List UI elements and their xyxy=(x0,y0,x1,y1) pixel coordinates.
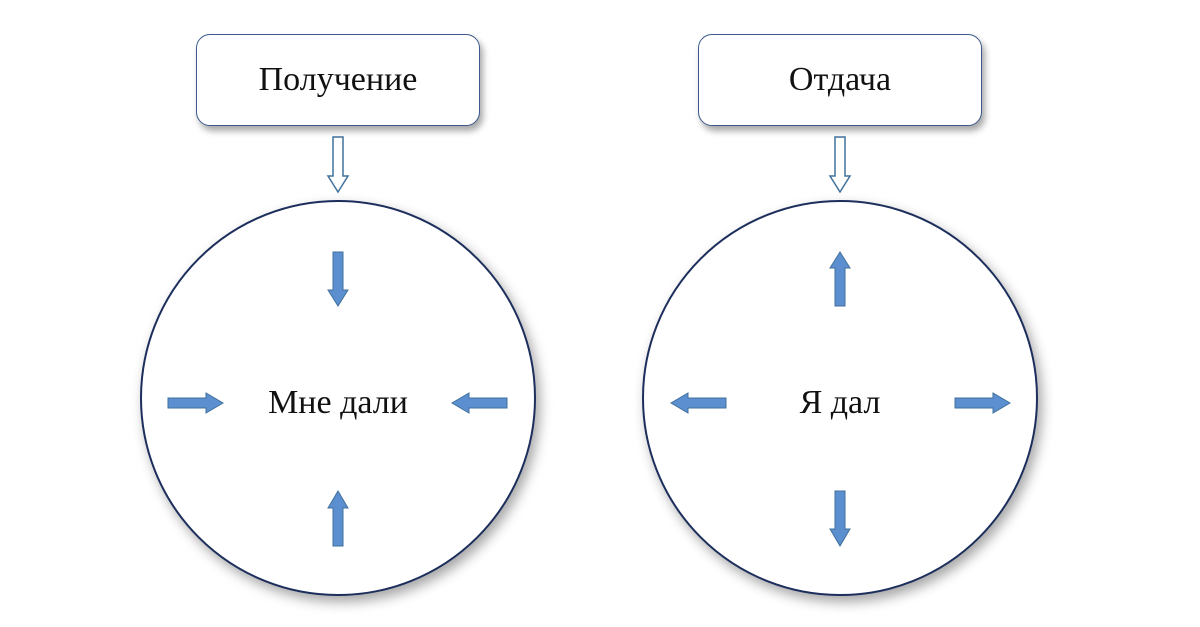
arrow-right-icon xyxy=(167,392,224,414)
giving-title: Отдача xyxy=(788,61,892,98)
giving-connector-arrow xyxy=(828,136,852,194)
arrow-up-icon xyxy=(829,251,851,307)
arrow-right-icon xyxy=(954,392,1011,414)
giving-center-label: Я дал xyxy=(799,384,881,421)
arrow-left-icon xyxy=(451,392,508,414)
receiving-title-box: Получение xyxy=(196,34,480,126)
receiving-connector-arrow xyxy=(326,136,350,194)
arrow-down-icon xyxy=(327,251,349,307)
receiving-title: Получение xyxy=(258,61,418,98)
arrow-up-icon xyxy=(327,490,349,547)
arrow-left-icon xyxy=(670,392,727,414)
receiving-center-label: Мне дали xyxy=(268,384,408,421)
giving-circle xyxy=(642,200,1038,596)
arrow-down-icon xyxy=(829,490,851,547)
giving-title-box: Отдача xyxy=(698,34,982,126)
receiving-circle xyxy=(140,200,536,596)
